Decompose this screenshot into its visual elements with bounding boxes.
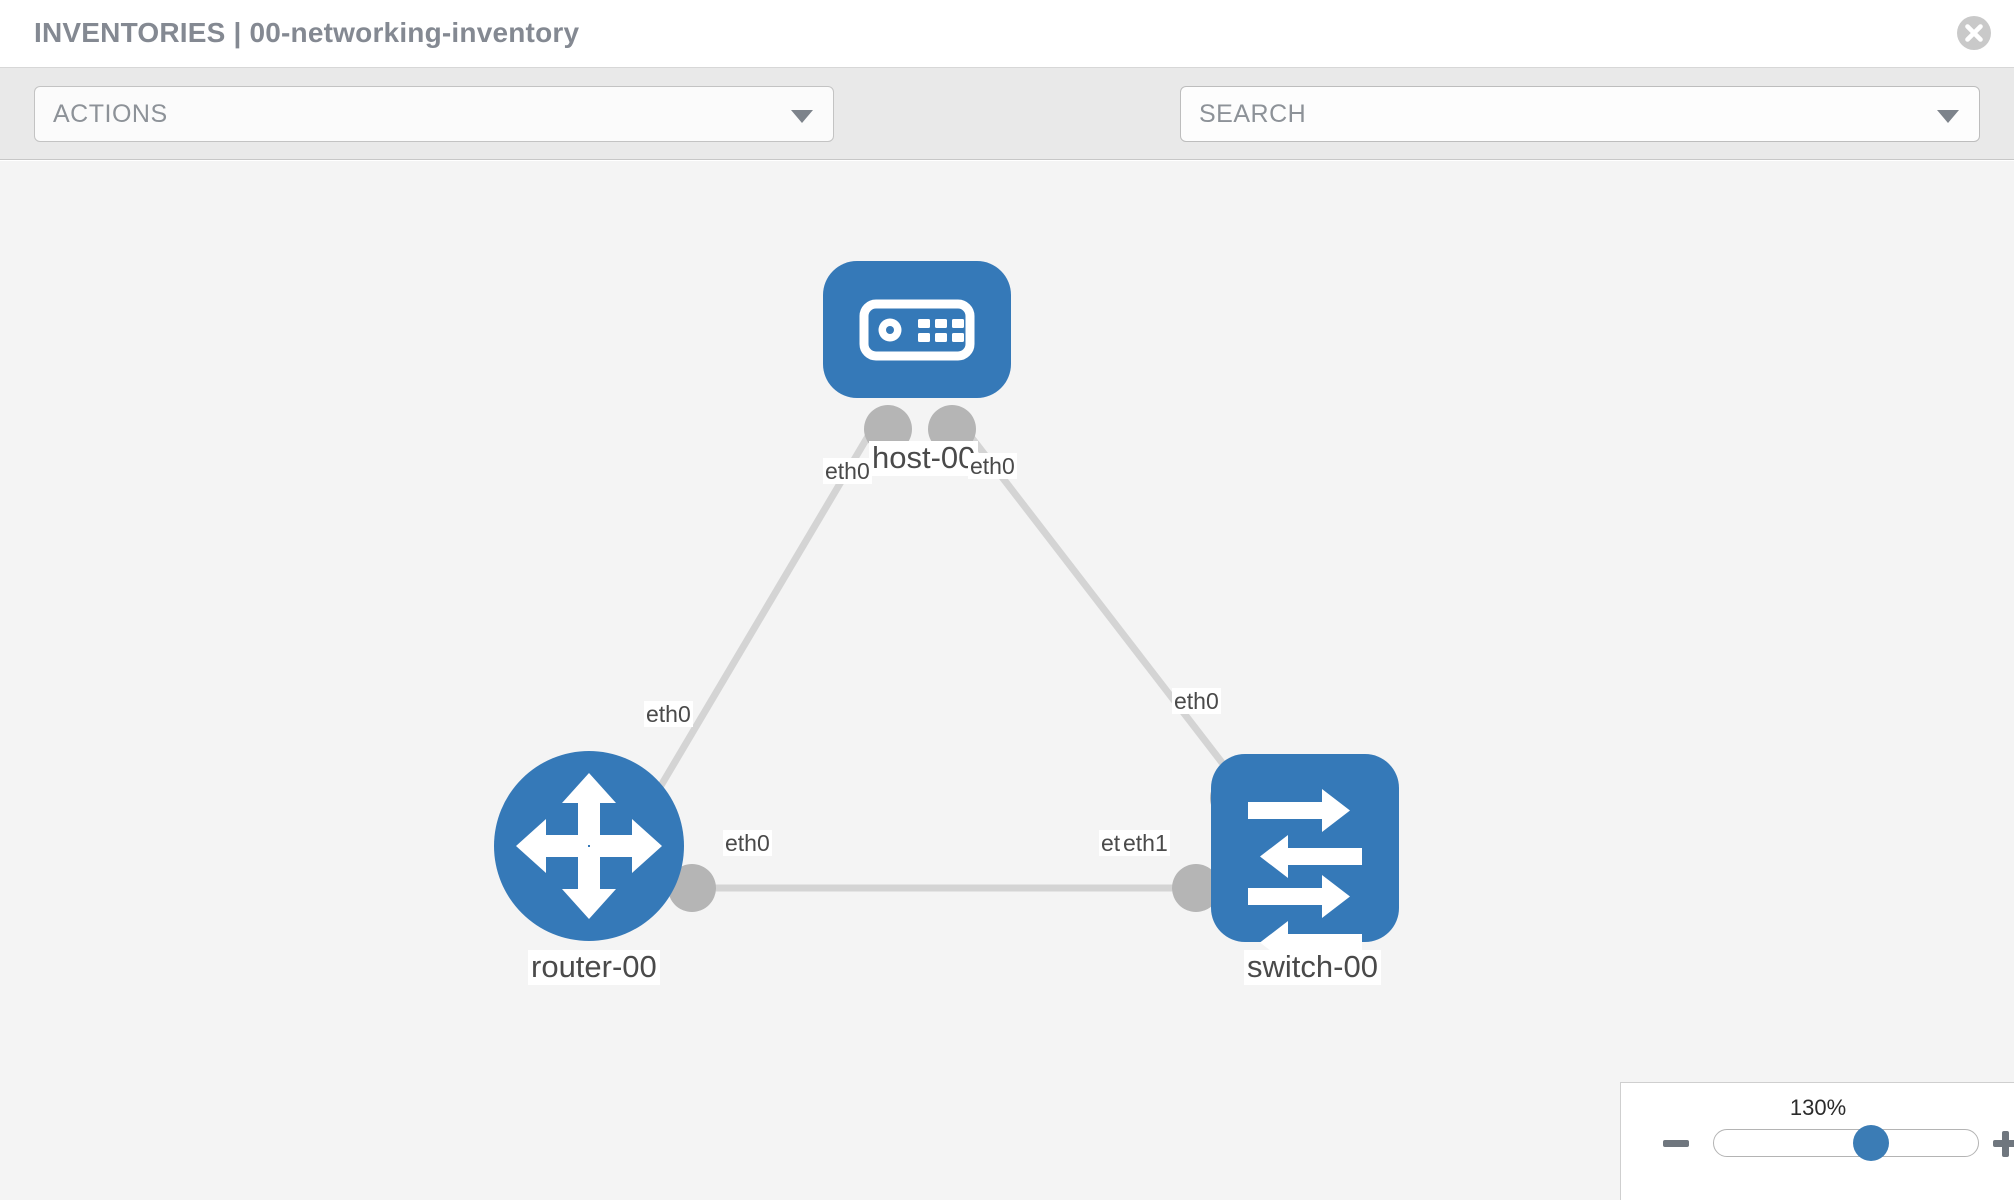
zoom-control-panel: 130%	[1620, 1082, 2014, 1200]
chevron-down-icon[interactable]	[1937, 110, 1959, 123]
edge-label-router-up: eth0	[644, 701, 693, 728]
iface-router-right	[668, 864, 716, 912]
page-title: INVENTORIES | 00-networking-inventory	[34, 17, 580, 48]
edge-label-host-left: eth0	[823, 458, 872, 485]
node-label-host-00: host-00	[869, 441, 979, 476]
topology-graph	[494, 261, 1399, 964]
node-switch-00	[1211, 754, 1399, 964]
topology-canvas[interactable]: eth0 host-00 eth0 eth0 eth0 router-00 et…	[0, 161, 2014, 1200]
chevron-down-icon	[791, 110, 813, 123]
edge-label-switch-up: eth0	[1172, 688, 1221, 715]
router-arrows-icon	[516, 773, 662, 919]
edge-group	[636, 413, 1243, 892]
page-header: INVENTORIES | 00-networking-inventory	[0, 0, 2014, 68]
node-router-00	[494, 751, 684, 941]
server-icon	[859, 299, 975, 361]
search-input[interactable]: SEARCH	[1180, 86, 1980, 142]
zoom-in-button-vertical-bar[interactable]	[2002, 1131, 2009, 1157]
toolbar: ACTIONS SEARCH	[0, 68, 2014, 198]
actions-dropdown[interactable]: ACTIONS	[34, 86, 834, 142]
node-label-switch-00: switch-00	[1244, 950, 1381, 985]
edge-label-router-right: eth0	[723, 830, 772, 857]
close-icon[interactable]	[1956, 15, 1992, 51]
zoom-slider-thumb[interactable]	[1853, 1125, 1889, 1161]
actions-dropdown-label: ACTIONS	[53, 100, 168, 128]
edge-label-host-right: eth0	[968, 453, 1017, 480]
node-label-router-00: router-00	[528, 950, 660, 985]
zoom-out-button[interactable]	[1663, 1140, 1689, 1147]
edge-label-switch-left-b: eth1	[1121, 830, 1170, 857]
node-host-00	[823, 261, 1011, 398]
iface-switch-left	[1172, 864, 1220, 912]
search-placeholder: SEARCH	[1199, 100, 1307, 128]
zoom-level-value: 130%	[1789, 1095, 1847, 1120]
zoom-slider-track[interactable]	[1713, 1129, 1979, 1157]
